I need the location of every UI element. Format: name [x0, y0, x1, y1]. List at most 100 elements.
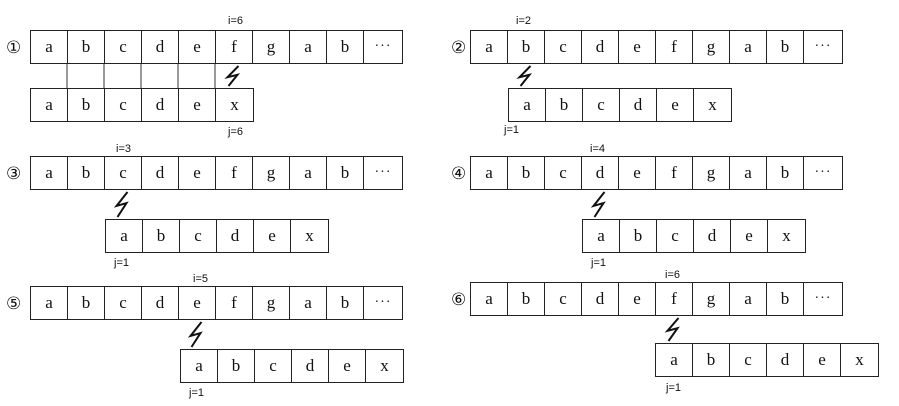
main-string-row-cell: c: [545, 283, 582, 315]
main-string-row-cell: b: [327, 31, 364, 63]
pattern-string-row-cell: x: [380, 356, 389, 375]
i-pointer-label: i=2: [516, 15, 531, 27]
main-string-row-cell: f: [216, 31, 253, 63]
main-string-row-cell: g: [253, 31, 290, 63]
j-pointer-label: j=1: [666, 382, 681, 394]
i-pointer-label: i=6: [665, 269, 680, 281]
main-string-row-cell: a: [31, 31, 68, 63]
main-string-row-cell: b: [767, 157, 804, 189]
j-pointer-label: j=1: [114, 257, 129, 269]
step-number: ③: [6, 164, 22, 183]
step-number: ②: [451, 38, 467, 57]
step-number: ⑥: [451, 290, 467, 309]
main-string-row-cell: ···: [814, 165, 832, 180]
i-pointer-label: i=3: [116, 143, 131, 155]
main-string-row-cell: g: [693, 31, 730, 63]
main-string-row-cell: b: [327, 157, 364, 189]
pattern-string-row-cell: c: [180, 220, 217, 252]
main-string-row-cell: a: [290, 31, 327, 63]
main-string-row-cell: a: [471, 31, 508, 63]
pattern-string-row-cell: x: [708, 95, 717, 114]
pattern-string-row-cell: x: [305, 226, 314, 245]
pattern-string-row-cell: d: [217, 220, 254, 252]
main-string-row-cell: e: [619, 157, 656, 189]
main-string-row-cell: d: [582, 31, 619, 63]
pattern-string-row-cell: b: [218, 350, 255, 382]
main-string-row-cell: d: [142, 157, 179, 189]
pattern-string-row-cell: c: [730, 344, 767, 376]
i-pointer-label: i=4: [590, 143, 605, 155]
main-string-row-cell: ···: [814, 39, 832, 54]
pattern-string-row-cell: b: [143, 220, 180, 252]
main-string-row-cell: b: [508, 283, 545, 315]
step-number: ①: [6, 38, 22, 57]
pattern-string-row-cell: d: [142, 89, 179, 121]
pattern-string-row-cell: x: [230, 95, 239, 114]
j-pointer-label: j=1: [591, 257, 606, 269]
main-string-row-cell: f: [216, 157, 253, 189]
main-string-row-cell: ···: [374, 295, 392, 310]
pattern-string-row-cell: b: [546, 89, 583, 121]
main-string-row-cell: a: [471, 157, 508, 189]
mismatch-zigzag-icon: [113, 191, 129, 218]
mismatch-zigzag-icon: [187, 321, 203, 348]
pattern-string-row-cell: e: [804, 344, 841, 376]
main-string-row-cell: b: [68, 31, 105, 63]
pattern-string-row-cell: a: [583, 220, 620, 252]
main-string-row-cell: a: [471, 283, 508, 315]
main-string-row-cell: f: [656, 157, 693, 189]
pattern-string-row-cell: d: [620, 89, 657, 121]
pattern-string-row-cell: c: [583, 89, 620, 121]
main-string-row-cell: d: [142, 287, 179, 319]
pattern-string-row-cell: e: [254, 220, 291, 252]
main-string-row-cell: f: [216, 287, 253, 319]
main-string-row-cell: e: [179, 157, 216, 189]
pattern-string-row-cell: e: [731, 220, 768, 252]
main-string-row-cell: c: [105, 287, 142, 319]
j-pointer-label: j=1: [189, 387, 204, 399]
main-string-row-cell: ···: [374, 39, 392, 54]
main-string-row-cell: g: [693, 283, 730, 315]
pattern-string-row-cell: e: [329, 350, 366, 382]
pattern-string-row-cell: c: [105, 89, 142, 121]
main-string-row-cell: a: [730, 157, 767, 189]
main-string-row-cell: b: [767, 31, 804, 63]
step-number: ④: [451, 164, 467, 183]
pattern-string-row-cell: d: [767, 344, 804, 376]
mismatch-zigzag-icon: [664, 317, 680, 342]
main-string-row-cell: a: [31, 287, 68, 319]
pattern-string-row-cell: a: [181, 350, 218, 382]
main-string-row-cell: e: [179, 287, 216, 319]
main-string-row-cell: b: [327, 287, 364, 319]
pattern-string-row-cell: b: [693, 344, 730, 376]
pattern-string-row-cell: d: [292, 350, 329, 382]
main-string-row-cell: f: [656, 31, 693, 63]
pattern-string-row-cell: c: [657, 220, 694, 252]
main-string-row-cell: b: [68, 287, 105, 319]
mismatch-zigzag-icon: [516, 65, 533, 87]
main-string-row-cell: g: [253, 157, 290, 189]
main-string-row-cell: f: [656, 283, 693, 315]
main-string-row-cell: a: [730, 283, 767, 315]
main-string-row-cell: d: [582, 283, 619, 315]
pattern-string-row-cell: d: [694, 220, 731, 252]
main-string-row-cell: ···: [374, 165, 392, 180]
main-string-row-cell: a: [31, 157, 68, 189]
main-string-row-cell: b: [68, 157, 105, 189]
pattern-string-row-cell: b: [68, 89, 105, 121]
main-string-row-cell: a: [730, 31, 767, 63]
mismatch-zigzag-icon: [590, 191, 606, 218]
main-string-row-cell: ···: [814, 291, 832, 306]
step-number: ⑤: [6, 294, 22, 313]
pattern-string-row-cell: e: [657, 89, 694, 121]
main-string-row-cell: g: [253, 287, 290, 319]
pattern-string-row-cell: c: [255, 350, 292, 382]
